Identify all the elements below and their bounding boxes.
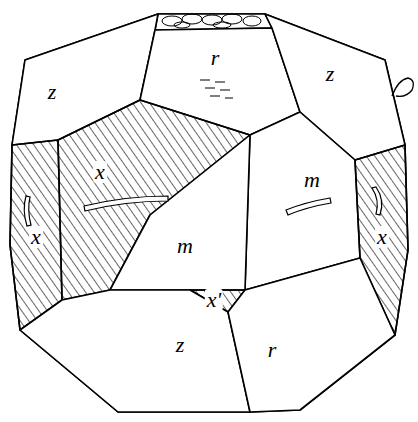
face-letter: r [266,339,279,361]
face-letter: m [302,169,322,191]
face-letter: z [324,63,337,85]
crystal-outline [10,14,408,412]
face-x [58,100,250,300]
face-letter: x [29,226,43,248]
cap-scribbles [162,14,261,28]
face-r [228,258,395,412]
face-letter: x' [205,289,223,311]
face-z [20,290,250,412]
face-letter: x [375,226,389,248]
wire-loop [392,78,413,96]
face-x [10,140,62,330]
surface-dashes [200,80,233,98]
striation-marks [24,187,382,226]
face-letter: x [93,161,107,183]
face-letter: m [175,235,195,257]
face-m [110,135,250,290]
face-letter: z [174,334,187,356]
face-letter: r [209,47,222,69]
face-letter: z [46,81,59,103]
